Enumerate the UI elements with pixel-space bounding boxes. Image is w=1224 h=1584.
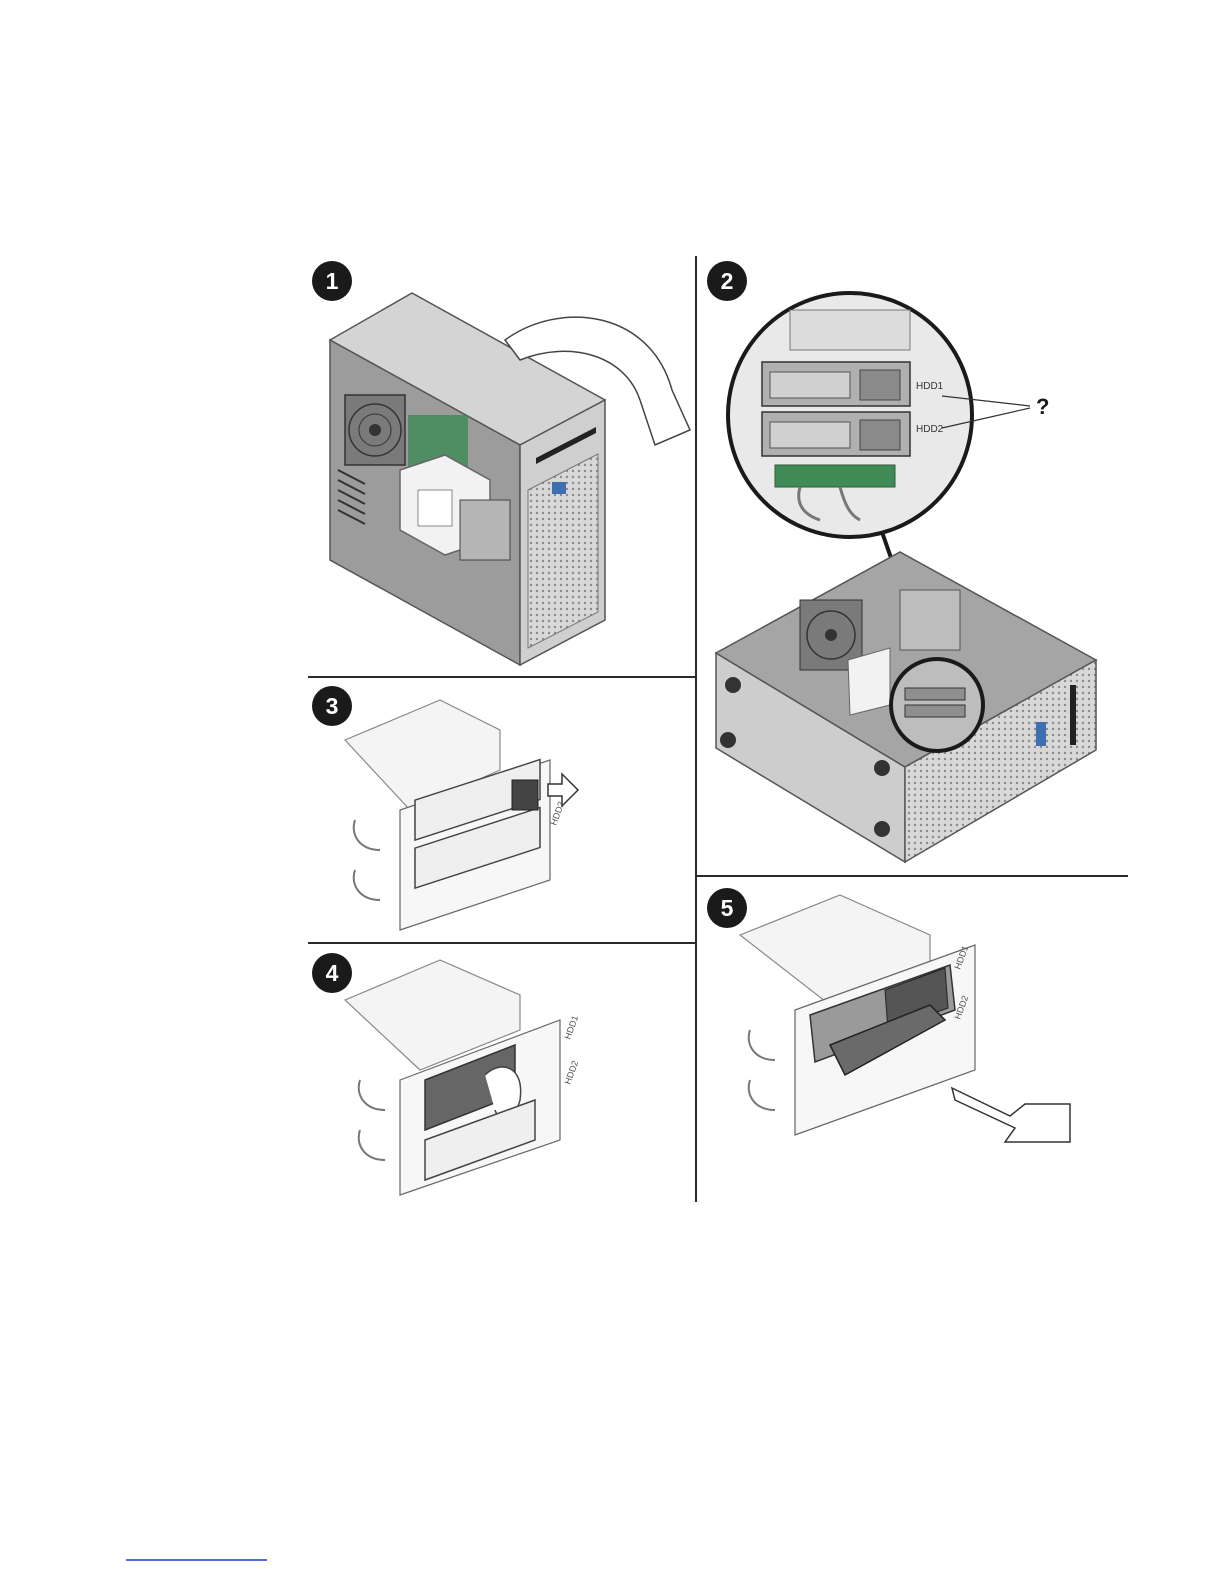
step-badge-5: 5 <box>707 888 747 928</box>
step-badge-3: 3 <box>312 686 352 726</box>
hdd1-label: HDD1 <box>916 381 944 392</box>
panel-1-tower-chassis: 1 <box>312 261 690 665</box>
svg-text:5: 5 <box>721 895 734 921</box>
svg-text:HDD2: HDD2 <box>548 800 566 826</box>
front-badge-2 <box>1036 722 1046 746</box>
step-badge-2: 2 <box>707 261 747 301</box>
pull-arrow <box>952 1088 1070 1142</box>
step-badge-4: 4 <box>312 953 352 993</box>
release-button <box>512 780 538 810</box>
hdd2-label: HDD2 <box>916 424 944 435</box>
panel-4-latch-released: 4 HDD1 HDD2 <box>312 953 580 1195</box>
svg-text:3: 3 <box>326 693 339 719</box>
led-callout-label: ? <box>1036 394 1049 419</box>
front-logo-badge <box>552 482 566 494</box>
svg-text:1: 1 <box>326 268 339 294</box>
svg-text:4: 4 <box>326 960 339 986</box>
press-arrow <box>548 774 578 806</box>
zoom-callout: HDD1 HDD2 <box>728 293 972 537</box>
backplane-board <box>775 465 895 487</box>
panel-3-press-release: 3 HDD2 <box>312 686 578 930</box>
drive-cage <box>460 500 510 560</box>
step-badge-1: 1 <box>312 261 352 301</box>
svg-text:HDD1: HDD1 <box>562 1014 580 1040</box>
svg-text:HDD2: HDD2 <box>562 1059 580 1085</box>
svg-text:2: 2 <box>721 268 734 294</box>
panel-5-pull-drive: 5 HDD1 HDD2 <box>707 888 1070 1142</box>
panel-2-drive-location: 2 HDD1 HDD2 ? <box>707 261 1096 862</box>
